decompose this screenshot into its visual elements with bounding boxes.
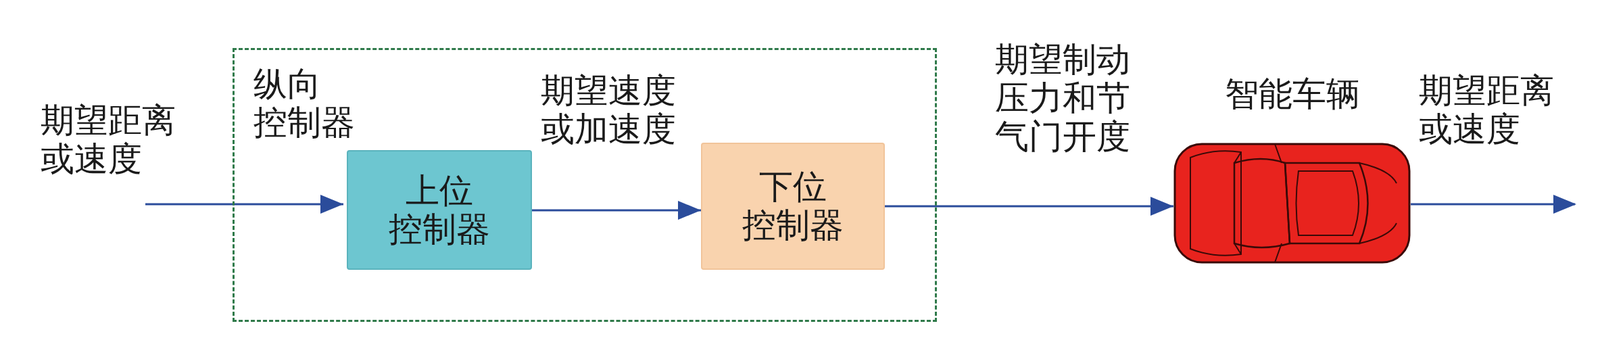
input-arrowhead [320,194,344,214]
group-title: 纵向 控制器 [253,64,355,142]
output-arrowhead [1553,194,1577,214]
box-label: 下位 控制器 [742,167,844,245]
output-arrow [1410,203,1575,206]
signal-label: 期望制动 压力和节 气门开度 [995,40,1131,157]
car-illustration [1173,142,1411,264]
process-box: 上位 控制器 [346,150,532,270]
signal-label: 期望速度 或加速度 [540,71,676,149]
input-label: 期望距离 或速度 [40,101,176,179]
input-arrow [145,203,344,206]
process-box: 下位 控制器 [700,142,885,270]
box-label: 上位 控制器 [388,171,491,249]
output-label: 期望距离 或速度 [1418,71,1555,149]
vehicle: 智能车辆 [1173,142,1411,264]
vehicle-title: 智能车辆 [1224,75,1361,114]
signal-arrow [531,200,701,220]
signal-arrow [884,196,1174,216]
